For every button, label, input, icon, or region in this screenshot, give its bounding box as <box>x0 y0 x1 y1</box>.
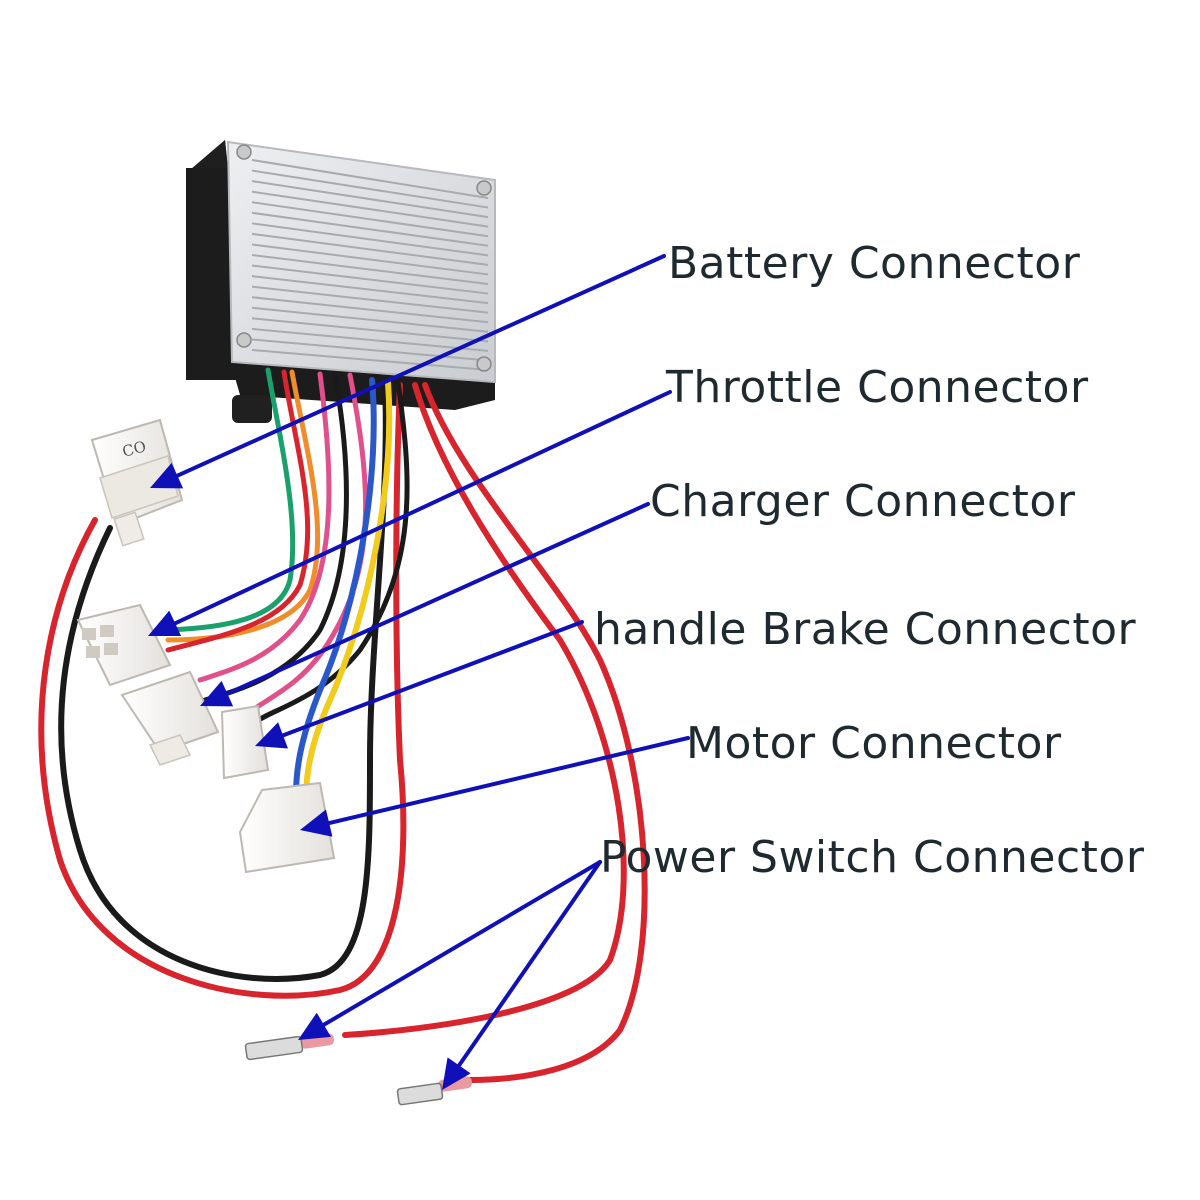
heatsink-fin <box>251 159 489 199</box>
heatsink-fin <box>251 338 489 362</box>
throttle-connector-housing <box>76 603 172 687</box>
arrow-motor-head <box>300 809 333 837</box>
charger-pink-wire <box>197 371 332 683</box>
arrow-battery-shaft <box>175 254 666 478</box>
arrow-charger-head <box>200 680 234 707</box>
heatsink-fin <box>251 285 489 314</box>
arrow-power-a-shaft <box>321 860 602 1027</box>
heatsink-fin <box>251 317 489 343</box>
throttle-red-wire <box>165 369 311 653</box>
screw <box>236 332 252 348</box>
arrow-battery <box>150 254 666 489</box>
heatsink-fin <box>251 296 489 324</box>
motor-blue-wire <box>293 377 377 798</box>
battery-connector-housing: CO <box>90 418 184 547</box>
arrow-motor-shaft <box>327 736 690 826</box>
arrow-power-a <box>298 860 602 1040</box>
power-red-wire-a <box>342 382 627 1038</box>
screw <box>236 144 252 160</box>
screw <box>476 180 492 196</box>
arrow-charger <box>200 502 650 707</box>
label-charger-connector: Charger Connector <box>650 476 1076 527</box>
label-battery-connector: Battery Connector <box>668 238 1081 289</box>
arrow-throttle <box>148 390 672 636</box>
arrow-throttle-shaft <box>173 390 672 626</box>
heatsink-fin <box>251 232 489 266</box>
arrow-battery-head <box>150 462 184 489</box>
brake-connector-housing <box>220 704 270 780</box>
controller-box <box>186 140 496 423</box>
heatsink-fins <box>251 159 489 371</box>
power-switch-terminal-b <box>396 1076 473 1106</box>
power-red-wire-b <box>422 382 648 1083</box>
heatsink-fin <box>251 201 489 238</box>
arrow-brake-head <box>255 722 289 749</box>
arrow-power-b-shaft <box>457 860 602 1068</box>
heatsink-fin <box>251 211 489 247</box>
motor-connector-housing <box>238 781 336 874</box>
heatsink-fin <box>251 275 489 305</box>
heatsink-fin <box>251 243 489 276</box>
charger-connector-housing <box>120 670 220 766</box>
arrow-brake <box>255 620 584 749</box>
annotation-arrows <box>148 254 690 1090</box>
arrow-brake-shaft <box>281 620 584 738</box>
heatsink-fin <box>251 222 489 257</box>
heatsink-fin <box>251 264 489 295</box>
heatsink-fin <box>251 327 489 352</box>
arrow-throttle-head <box>148 610 182 636</box>
heatsink-fin <box>251 169 489 209</box>
screw <box>476 356 492 372</box>
heatsink-fin <box>251 349 489 371</box>
throttle-green-wire <box>165 367 296 633</box>
label-handle-brake-connector: handle Brake Connector <box>594 604 1137 655</box>
arrow-power-b-head <box>442 1057 471 1090</box>
label-motor-connector: Motor Connector <box>686 718 1062 769</box>
heatsink-fin <box>251 190 489 228</box>
heatsink-fin <box>251 180 489 219</box>
arrow-motor <box>300 736 690 837</box>
arrow-power-a-head <box>298 1012 331 1040</box>
motor-yellow-wire <box>303 379 393 801</box>
label-power-switch-connector: Power Switch Connector <box>600 832 1145 883</box>
heatsink-fin <box>251 254 489 285</box>
connector-tag: CO <box>120 437 148 461</box>
battery-red-wire <box>38 382 407 999</box>
arrow-power-b <box>442 860 602 1090</box>
heatsink-fin <box>251 306 489 333</box>
label-throttle-connector: Throttle Connector <box>666 362 1089 413</box>
arrow-charger-shaft <box>225 502 650 696</box>
